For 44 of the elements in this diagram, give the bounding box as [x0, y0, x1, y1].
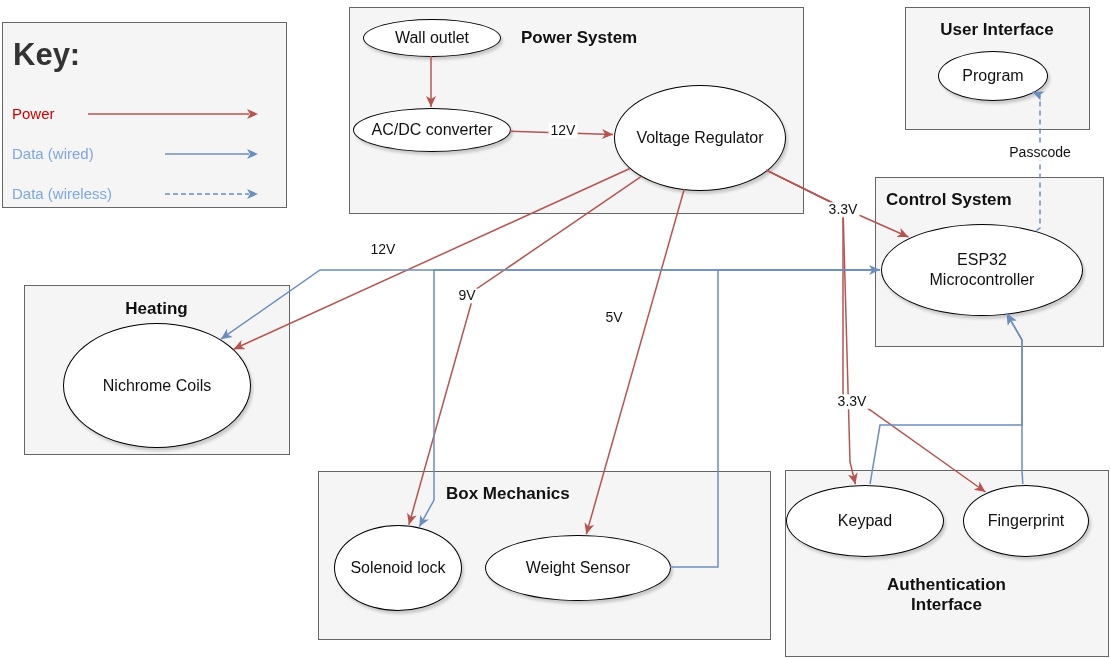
subsystem-panel	[785, 470, 1109, 657]
arrow	[669, 264, 881, 568]
panel-heading: Authentication Interface	[886, 575, 1007, 616]
arrow	[765, 169, 987, 493]
component-label: Voltage Regulator	[636, 128, 764, 148]
component-label: Keypad	[837, 511, 893, 531]
component-label: Solenoid lock	[350, 558, 446, 578]
component-ellipse	[938, 51, 1048, 101]
component-label: Program	[962, 66, 1024, 86]
arrow	[1031, 91, 1045, 232]
component-ellipse	[353, 108, 511, 152]
arrow	[1005, 312, 1024, 485]
arrow	[232, 167, 631, 350]
arrow	[407, 175, 643, 526]
panel-heading: Power System	[521, 28, 639, 49]
component-label: AC/DC converter	[371, 120, 493, 140]
subsystem-panel	[318, 471, 771, 640]
edge-label: 3.3V	[835, 394, 869, 410]
legend-label: Power	[12, 105, 55, 122]
panel-heading: Heating	[124, 299, 189, 320]
edge-label: 12V	[548, 123, 578, 139]
legend-label: Data (wired)	[12, 145, 94, 162]
component-label: Nichrome Coils	[102, 375, 212, 396]
edge-label: 9V	[456, 288, 478, 304]
subsystem-panel	[905, 7, 1090, 130]
component-ellipse	[963, 485, 1089, 557]
legend-label: Data (wireless)	[12, 185, 113, 202]
arrow	[584, 188, 685, 535]
subsystem-panel	[875, 177, 1104, 347]
component-label: ESP32 Microcontroller	[928, 250, 1036, 290]
component-label: Weight Sensor	[525, 558, 631, 578]
subsystem-panel	[24, 285, 290, 455]
legend-title: Key:	[13, 37, 81, 73]
subsystem-panel	[349, 7, 804, 214]
arrow	[426, 55, 436, 108]
edge-label: 3.3V	[826, 202, 860, 218]
component-ellipse	[363, 19, 501, 57]
panel-heading: Control System	[886, 190, 1013, 211]
panel-heading: User Interface	[939, 20, 1055, 41]
component-label: Wall outlet	[394, 28, 470, 48]
panel-heading: Box Mechanics	[446, 484, 571, 505]
edge-label: Passcode	[1007, 145, 1073, 161]
component-label: Fingerprint	[987, 511, 1065, 531]
arrow	[508, 129, 614, 140]
